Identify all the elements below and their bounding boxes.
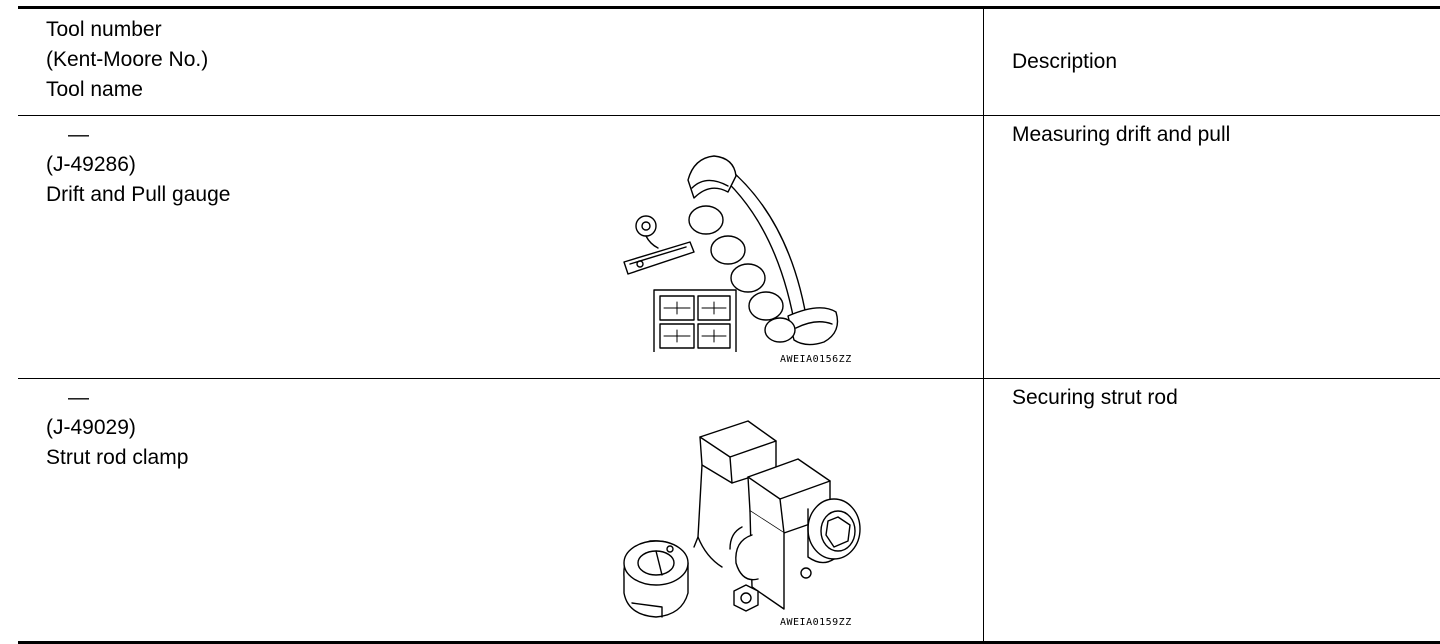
kent-moore-number: (J-49286): [46, 150, 230, 180]
image-code: AWEIA0159ZZ: [780, 617, 852, 629]
header-tool-number: Tool number: [46, 15, 983, 45]
tool-cell: — (J-49029) Strut rod clamp: [18, 379, 984, 643]
header-tool-column: Tool number (Kent-Moore No.) Tool name: [18, 8, 984, 116]
table-row: — (J-49029) Strut rod clamp: [18, 379, 1440, 643]
tool-cell: — (J-49286) Drift and Pull gauge: [18, 116, 984, 379]
tool-name: Strut rod clamp: [46, 443, 188, 473]
drift-and-pull-gauge-illustration: [610, 152, 850, 352]
table-row: — (J-49286) Drift and Pull gauge: [18, 116, 1440, 379]
strut-rod-clamp-illustration: [602, 417, 872, 627]
header-tool-name: Tool name: [46, 75, 983, 105]
description-cell: Securing strut rod: [984, 379, 1440, 643]
table-header-row: Tool number (Kent-Moore No.) Tool name D…: [18, 8, 1440, 116]
special-tools-table: Tool number (Kent-Moore No.) Tool name D…: [18, 6, 1440, 644]
header-kent-moore-number: (Kent-Moore No.): [46, 45, 983, 75]
tool-number: —: [46, 383, 188, 413]
tool-name: Drift and Pull gauge: [46, 180, 230, 210]
description-cell: Measuring drift and pull: [984, 116, 1440, 379]
image-code: AWEIA0156ZZ: [780, 354, 852, 366]
header-description: Description: [984, 8, 1440, 116]
kent-moore-number: (J-49029): [46, 413, 188, 443]
tool-number: —: [46, 120, 230, 150]
